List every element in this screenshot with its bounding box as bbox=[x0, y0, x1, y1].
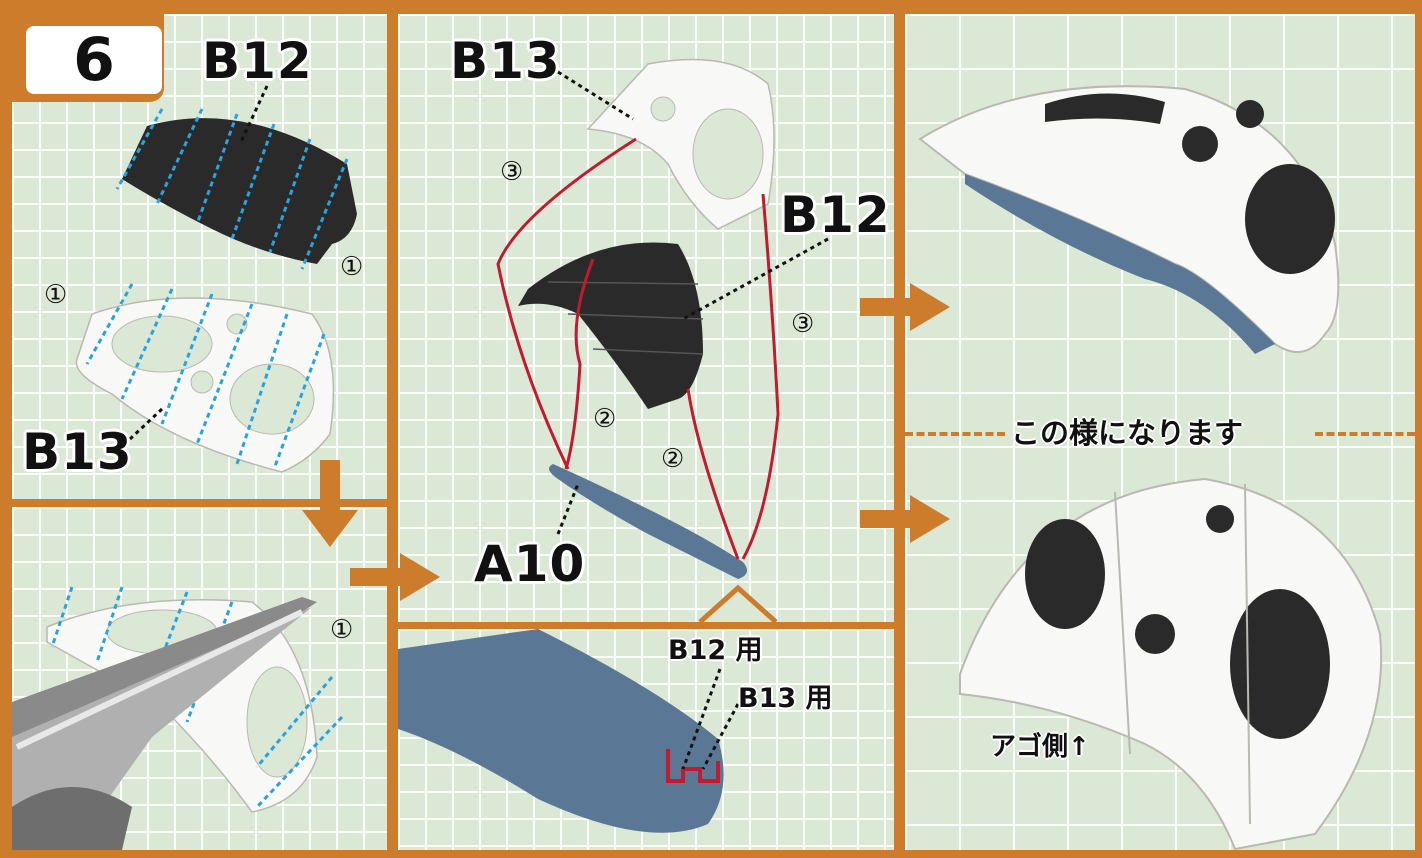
assembly-illustration bbox=[496, 58, 829, 579]
parts-illustration bbox=[75, 85, 357, 473]
part-b12 bbox=[122, 118, 357, 265]
red-guide-lines bbox=[496, 137, 780, 560]
label-b13: B13 bbox=[450, 32, 561, 90]
label-b12: B12 bbox=[202, 32, 313, 90]
fold-lines-b12 bbox=[115, 108, 349, 270]
panel-bending-with-pliers: ① bbox=[12, 507, 387, 850]
finished-illustration bbox=[918, 85, 1383, 850]
arrow-right-1 bbox=[350, 553, 440, 601]
step-number-box: 6 bbox=[12, 14, 164, 102]
step-number: 6 bbox=[26, 25, 162, 95]
fold-lines-b13 bbox=[85, 283, 326, 470]
label-b13-use: B13 用 bbox=[738, 683, 833, 714]
label-b12-use: B12 用 bbox=[668, 635, 763, 666]
a10-closeup-illustration bbox=[398, 629, 740, 833]
slot-outline bbox=[666, 749, 720, 783]
label-b13: B13 bbox=[22, 423, 133, 481]
arrow-right-2 bbox=[860, 283, 950, 331]
pliers-illustration bbox=[12, 586, 344, 850]
label-b12: B12 bbox=[780, 186, 891, 244]
step-mark-2-left: ② bbox=[593, 404, 617, 434]
panel-a10-closeup: B12 用 B13 用 bbox=[398, 629, 894, 850]
label-a10: A10 bbox=[474, 535, 586, 593]
caption-divider bbox=[905, 432, 1415, 436]
part-a10-closeup bbox=[398, 629, 724, 833]
arrow-down bbox=[302, 460, 358, 547]
step-mark-3-left: ③ bbox=[500, 157, 524, 187]
step-mark-1-right: ① bbox=[340, 252, 364, 282]
step-mark-3-right: ③ bbox=[791, 309, 815, 339]
step-mark-2-right: ② bbox=[661, 444, 685, 474]
arrow-right-3 bbox=[860, 495, 950, 543]
panel-assembly-order: B13 B12 A10 ③ ③ ② ② bbox=[398, 14, 894, 622]
step-mark-1: ① bbox=[330, 615, 354, 645]
step-mark-1-left: ① bbox=[44, 280, 68, 310]
part-a10 bbox=[549, 464, 747, 579]
jaw-side-label: アゴ側↑ bbox=[990, 732, 1090, 762]
result-caption: この様になります bbox=[1011, 416, 1244, 450]
panel-finished-result: この様になります アゴ側↑ bbox=[905, 14, 1415, 850]
